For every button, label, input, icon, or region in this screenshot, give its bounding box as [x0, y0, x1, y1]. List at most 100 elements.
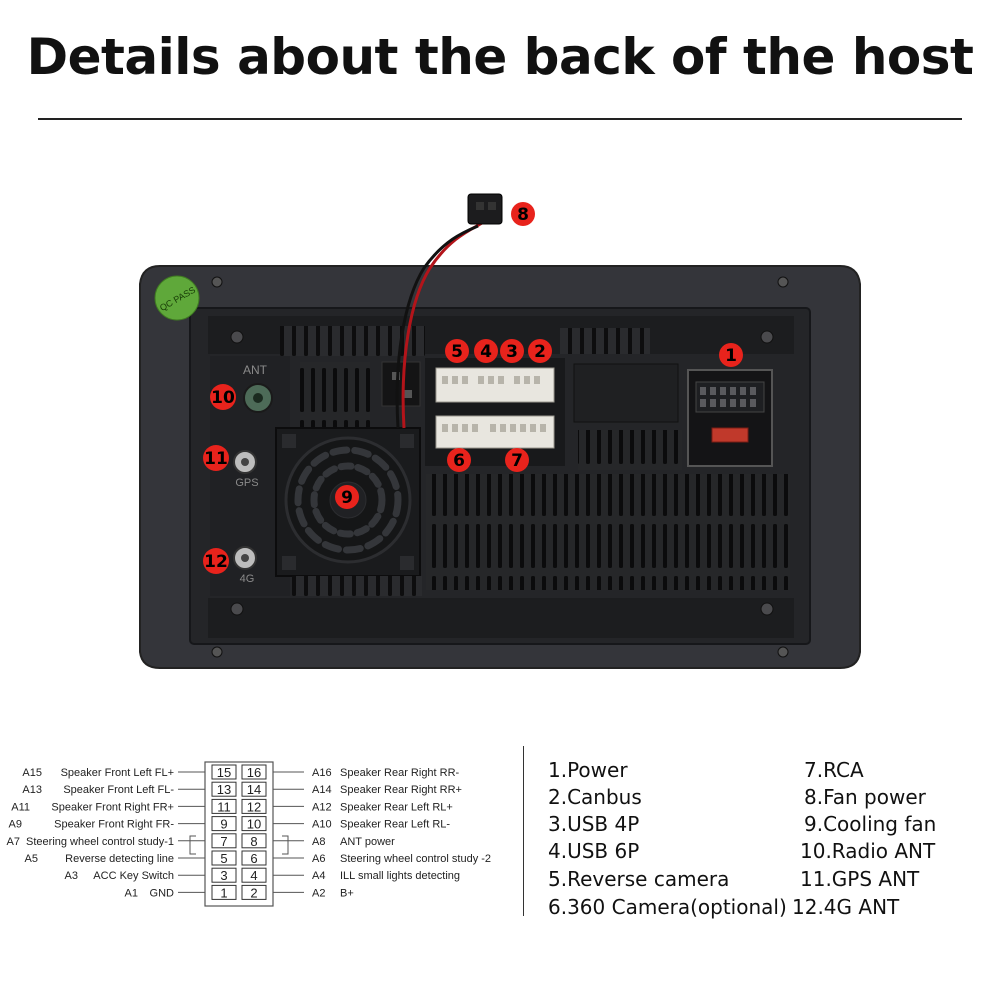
- pin-box: [241, 850, 267, 866]
- badge-3: 3: [500, 339, 524, 363]
- fan-power-plug-slot: [488, 202, 496, 210]
- pin-desc: Speaker Front Left FL-: [63, 784, 174, 796]
- fan-corner: [282, 556, 296, 570]
- screw-icon: [777, 276, 789, 288]
- pin-number: 8: [250, 834, 257, 849]
- screw-icon: [230, 330, 244, 344]
- legend-item: 5.Reverse camera: [548, 867, 730, 891]
- pin-number: 16: [247, 765, 261, 780]
- pin-box: [241, 781, 267, 797]
- power-pins: [700, 387, 756, 407]
- top-vents: [560, 328, 650, 354]
- svg-text:5: 5: [451, 342, 463, 362]
- fan-corner: [400, 556, 414, 570]
- pinout-connector-outline: [204, 761, 274, 907]
- pin-number: 9: [220, 817, 227, 832]
- pin-desc: Speaker Rear Left RL+: [340, 801, 453, 813]
- legend-divider: [523, 746, 524, 916]
- svg-text:10: 10: [211, 388, 235, 408]
- rca-pins: [442, 424, 546, 432]
- pin-code: A8: [312, 836, 325, 848]
- pin-box: [241, 816, 267, 832]
- fan-corner: [282, 434, 296, 448]
- badge-6: 6: [447, 448, 471, 472]
- fan-power-socket: [381, 361, 421, 407]
- badge-7: 7: [505, 448, 529, 472]
- pin-box: [211, 816, 237, 832]
- badge-2: 2: [528, 339, 552, 363]
- svg-text:8: 8: [517, 205, 529, 225]
- usb-connector-block: [435, 367, 555, 403]
- pin-box: [211, 867, 237, 883]
- pin-code: A7: [7, 836, 20, 848]
- svg-text:12: 12: [204, 552, 228, 572]
- fan-power-socket-pin: [392, 372, 400, 380]
- pin-code: A14: [312, 784, 332, 796]
- bottom-vents: [426, 474, 790, 590]
- device-back-diagram: QC PASS ANT GPS 4G: [139, 193, 861, 669]
- svg-text:9: 9: [341, 488, 353, 508]
- pin-number: 12: [247, 799, 261, 814]
- badge-11: 11: [203, 445, 229, 471]
- pin-box: [241, 867, 267, 883]
- legend-item: 7.RCA: [804, 758, 864, 782]
- pin-desc: B+: [340, 887, 354, 899]
- pin-number: 7: [220, 834, 227, 849]
- pin-code: A3: [65, 870, 78, 882]
- side-vents: [300, 362, 370, 430]
- 4g-port-core: [241, 554, 249, 562]
- pin-box: [211, 850, 237, 866]
- fan-power-plug: [467, 193, 503, 225]
- legend-item: 1.Power: [548, 758, 628, 782]
- usb-pins: [442, 376, 540, 384]
- svg-text:11: 11: [204, 449, 228, 469]
- pin-number: 10: [247, 817, 261, 832]
- pin-code: A10: [312, 819, 332, 831]
- pin-code: A5: [25, 853, 38, 865]
- legend-item: 12.4G ANT: [792, 895, 900, 919]
- pin-desc: Steering wheel control study -2: [340, 853, 491, 865]
- pin-desc: GND: [150, 887, 175, 899]
- pin-desc: Speaker Rear Right RR-: [340, 767, 460, 779]
- fan-power-socket-pin: [404, 390, 412, 398]
- legend-item: 4.USB 6P: [548, 839, 640, 863]
- pin-box: [211, 884, 237, 900]
- screw-icon: [760, 602, 774, 616]
- badge-12: 12: [203, 548, 229, 574]
- badge-9: 9: [335, 485, 359, 509]
- pin-desc: ANT power: [340, 836, 395, 848]
- pin-code: A2: [312, 887, 325, 899]
- blank-plate: [573, 363, 679, 423]
- ant-port-label: ANT: [243, 363, 268, 377]
- qc-sticker: [154, 275, 200, 321]
- bottom-vents-left: [292, 576, 422, 596]
- pin-number: 2: [250, 885, 257, 900]
- title-underline: [38, 118, 962, 120]
- page-title: Details about the back of the host: [26, 28, 974, 86]
- pin-desc: Speaker Rear Right RR+: [340, 784, 462, 796]
- fan-corner: [400, 434, 414, 448]
- pin-code: A12: [312, 801, 332, 813]
- pin-desc: ILL small lights detecting: [340, 870, 460, 882]
- gps-port-core: [241, 458, 249, 466]
- pin-number: 4: [250, 868, 257, 883]
- pinout-bracket-left: [189, 835, 196, 855]
- pin-box: [241, 798, 267, 814]
- screw-icon: [777, 646, 789, 658]
- pin-number: 1: [220, 885, 227, 900]
- pin-code: A13: [22, 784, 42, 796]
- power-connector-pins: [695, 381, 765, 413]
- pin-code: A16: [312, 767, 332, 779]
- radio-ant-port-core: [253, 393, 263, 403]
- badge-8: 8: [511, 202, 535, 226]
- pin-desc: Speaker Front Right FR+: [51, 801, 174, 813]
- pin-number: 6: [250, 851, 257, 866]
- screw-icon: [230, 602, 244, 616]
- badge-10: 10: [210, 384, 236, 410]
- legend-item: 9.Cooling fan: [804, 812, 937, 836]
- svg-text:4: 4: [480, 342, 492, 362]
- screw-icon: [211, 646, 223, 658]
- legend-item: 10.Radio ANT: [800, 839, 936, 863]
- legend-item: 3.USB 4P: [548, 812, 640, 836]
